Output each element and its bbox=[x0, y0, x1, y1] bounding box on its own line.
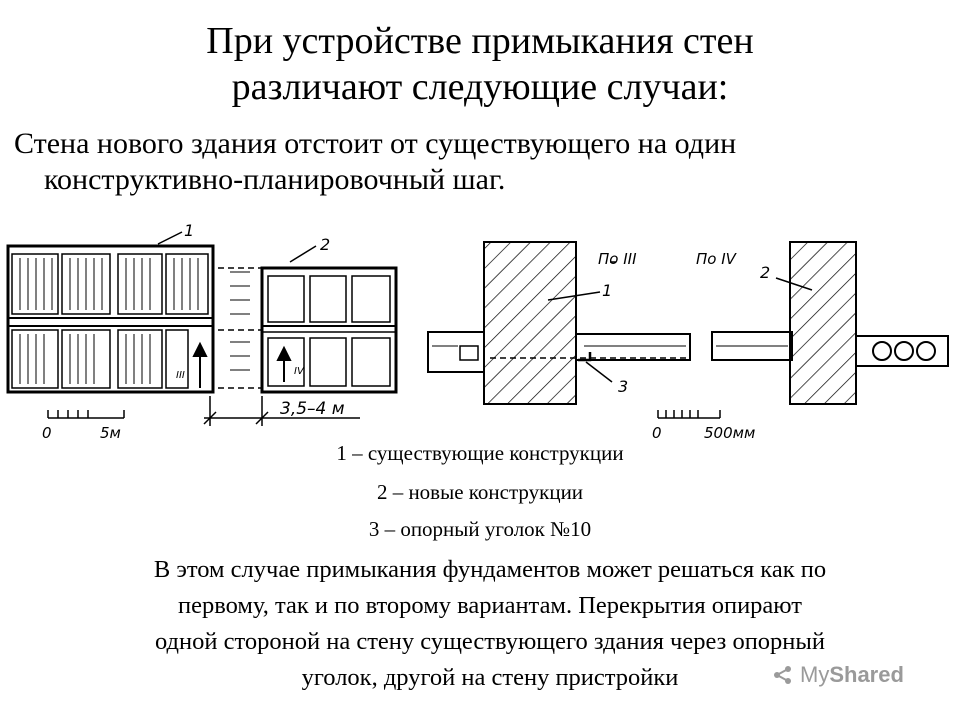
plan-section-IV: IV bbox=[294, 366, 305, 377]
plan-label-2: 2 bbox=[320, 235, 330, 254]
body-paragraph: В этом случае примыкания фундаментов мож… bbox=[40, 552, 940, 696]
new-building-outline bbox=[260, 266, 398, 394]
body-line-4: уголок, другой на стену пристройки bbox=[301, 664, 679, 691]
intro-line-2: конструктивно-планировочный шаг. bbox=[44, 163, 506, 196]
body-line-3: одной стороной на стену существующего зд… bbox=[155, 628, 825, 655]
new-wall-section bbox=[789, 241, 857, 405]
body-line-2: первому, так и по второму вариантам. Пер… bbox=[177, 592, 802, 619]
watermark-brand-left: My bbox=[800, 662, 830, 687]
intro-paragraph: Стена нового здания отстоит от существую… bbox=[14, 126, 954, 198]
title-line-1: При устройстве примыкания стен bbox=[206, 20, 754, 62]
section-header-III: По III bbox=[598, 250, 637, 268]
plan-scale-end: 5м bbox=[100, 424, 121, 442]
plan-scale-bar bbox=[47, 410, 125, 419]
section-scale-bar bbox=[657, 410, 721, 419]
plan-dimension: 3,5–4 м bbox=[280, 399, 345, 419]
intro-line-1: Стена нового здания отстоит от существую… bbox=[14, 127, 737, 160]
slide-title: При устройстве примыкания стен различают… bbox=[0, 18, 960, 110]
legend-item-1: 1 – существующие конструкции bbox=[336, 441, 624, 465]
plan-label-1: 1 bbox=[184, 222, 194, 240]
title-line-2: различают следующие случаи: bbox=[231, 66, 729, 108]
myshared-logo-icon bbox=[774, 666, 791, 684]
section-drawing bbox=[427, 241, 949, 419]
body-line-1: В этом случае примыкания фундаментов мож… bbox=[153, 556, 827, 583]
section-header-IV: По IV bbox=[696, 250, 738, 268]
legend-item-2: 2 – новые конструкции bbox=[376, 480, 584, 504]
watermark-brand-right: Shared bbox=[829, 662, 904, 687]
section-label-3: 3 bbox=[618, 377, 628, 396]
existing-wall-section bbox=[483, 241, 577, 405]
plan-section-III: III bbox=[176, 370, 185, 381]
technical-drawing: 1 2 III IV 3,5–4 м 0 5м По III По IV 1 2… bbox=[6, 222, 949, 442]
legend-item-3: 3 – опорный уголок №10 bbox=[368, 517, 592, 541]
section-scale-0: 0 bbox=[652, 424, 662, 442]
plan-scale-0: 0 bbox=[42, 424, 52, 442]
myshared-watermark: MyShared bbox=[772, 662, 904, 688]
section-label-2: 2 bbox=[760, 263, 770, 282]
section-label-1: 1 bbox=[602, 281, 612, 300]
section-scale-end: 500мм bbox=[704, 424, 755, 442]
hollow-core-slab bbox=[855, 335, 949, 367]
plan-drawing bbox=[6, 231, 398, 426]
